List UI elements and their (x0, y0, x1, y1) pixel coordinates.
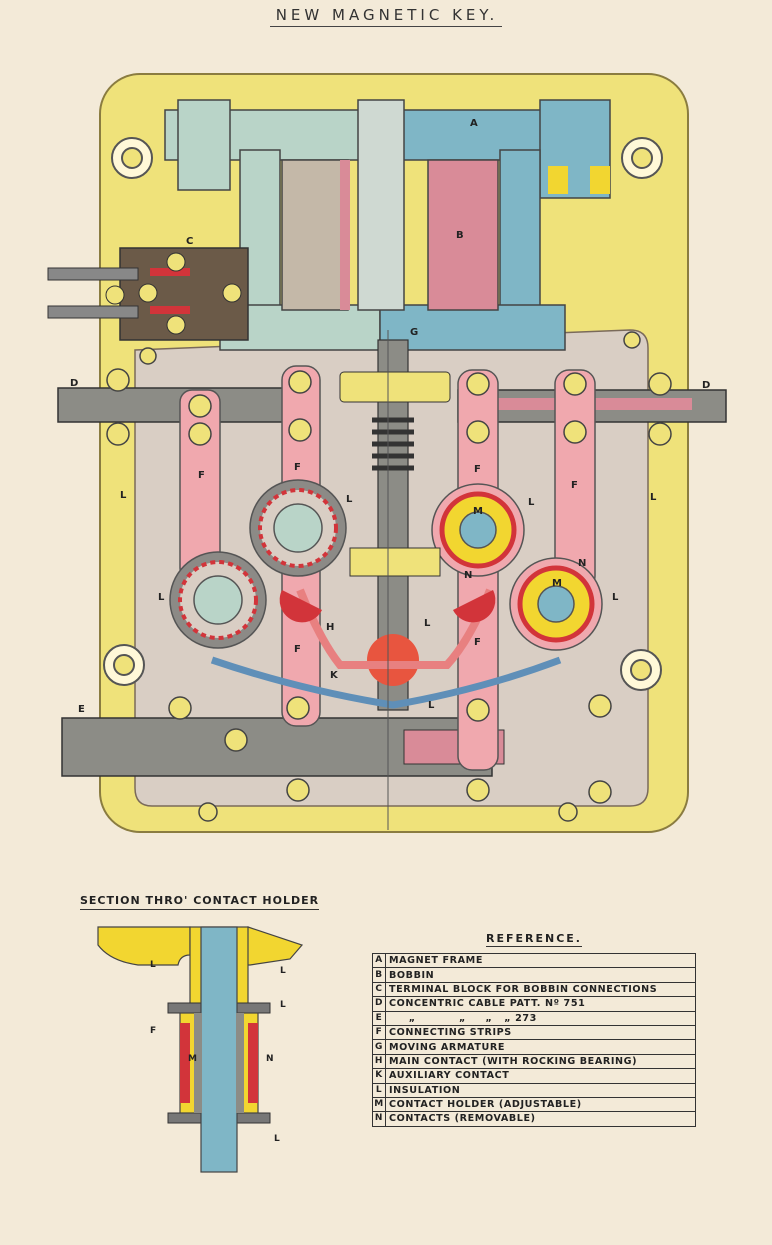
label-l5: L (158, 592, 165, 603)
contact-holders (169, 479, 603, 651)
reference-text: CONCENTRIC CABLE PATT. Nº 751 (385, 996, 696, 1012)
cable-d-left (57, 387, 299, 423)
reference-key: A (372, 952, 386, 969)
reference-text: TERMINAL BLOCK FOR BOBBIN CONNECTIONS (385, 981, 696, 998)
label-n1: N (464, 570, 472, 581)
bobbin-right (427, 159, 499, 311)
reference-key: D (372, 996, 386, 1012)
reference-text: MOVING ARMATURE (385, 1039, 696, 1055)
screws (106, 331, 672, 822)
label-f1: F (198, 470, 205, 481)
reference-row: E „ „ „ „ 273 (372, 1010, 696, 1026)
label-d-left: D (70, 378, 78, 389)
reference-key: K (372, 1068, 386, 1084)
label-f5: F (294, 644, 301, 655)
reference-text: CONTACTS (REMOVABLE) (385, 1111, 696, 1127)
reference-key: M (372, 1096, 386, 1113)
label-f6: F (474, 637, 481, 648)
reference-key: N (372, 1111, 386, 1127)
label-g: G (410, 327, 418, 338)
label-f2: F (294, 462, 301, 473)
label-m2: M (552, 578, 562, 589)
reference-key: F (372, 1024, 386, 1041)
page-title: NEW MAGNETIC KEY. (0, 6, 772, 27)
svg-text:L: L (150, 960, 156, 970)
reference-key: C (372, 981, 386, 998)
label-f4: F (571, 480, 578, 491)
label-l2: L (346, 494, 353, 505)
svg-text:N: N (266, 1054, 274, 1064)
reference-key: G (372, 1039, 386, 1055)
label-n2: N (578, 558, 586, 569)
reference-text: INSULATION (385, 1082, 696, 1098)
reference-key: H (372, 1053, 386, 1070)
label-a: A (470, 118, 478, 129)
reference-title: REFERENCE. (486, 932, 582, 947)
svg-text:M: M (188, 1054, 197, 1064)
svg-text:L: L (280, 1000, 286, 1010)
reference-text: MAGNET FRAME (385, 952, 696, 969)
reference-key: E (372, 1010, 386, 1026)
section-title: SECTION THRO' CONTACT HOLDER (80, 894, 320, 910)
label-l3: L (528, 497, 535, 508)
label-m1: M (473, 506, 483, 517)
reference-text: CONNECTING STRIPS (385, 1024, 696, 1041)
label-e: E (78, 704, 85, 715)
label-d-right: D (702, 380, 710, 391)
label-l7: L (424, 618, 431, 629)
reference-text: AUXILIARY CONTACT (385, 1068, 696, 1084)
contact-holder-section: L L L F M N L (97, 926, 304, 1173)
reference-text: BOBBIN (385, 967, 696, 983)
label-k: K (330, 670, 339, 681)
auxiliary-contact (210, 656, 562, 709)
terminal-block (47, 247, 249, 341)
mounting-holes (103, 137, 663, 691)
label-l6: L (612, 592, 619, 603)
svg-text:F: F (150, 1026, 156, 1036)
label-l4: L (650, 492, 657, 503)
svg-text:L: L (274, 1134, 280, 1144)
reference-key: B (372, 967, 386, 983)
reference-text: MAIN CONTACT (WITH ROCKING BEARING) (385, 1053, 696, 1070)
reference-text: „ „ „ „ 273 (385, 1010, 696, 1026)
bobbin-left (281, 159, 349, 311)
magnetic-key-diagram: A B C D D E F F F F F F G H K L L L L L … (47, 73, 727, 833)
reference-text: CONTACT HOLDER (ADJUSTABLE) (385, 1096, 696, 1113)
label-f3: F (474, 464, 481, 475)
label-h: H (326, 622, 334, 633)
moving-armature (339, 339, 451, 711)
label-l1: L (120, 490, 127, 501)
svg-text:L: L (280, 966, 286, 976)
label-c: C (186, 236, 193, 247)
reference-key: L (372, 1082, 386, 1098)
label-b: B (456, 230, 464, 241)
label-l8: L (428, 700, 435, 711)
